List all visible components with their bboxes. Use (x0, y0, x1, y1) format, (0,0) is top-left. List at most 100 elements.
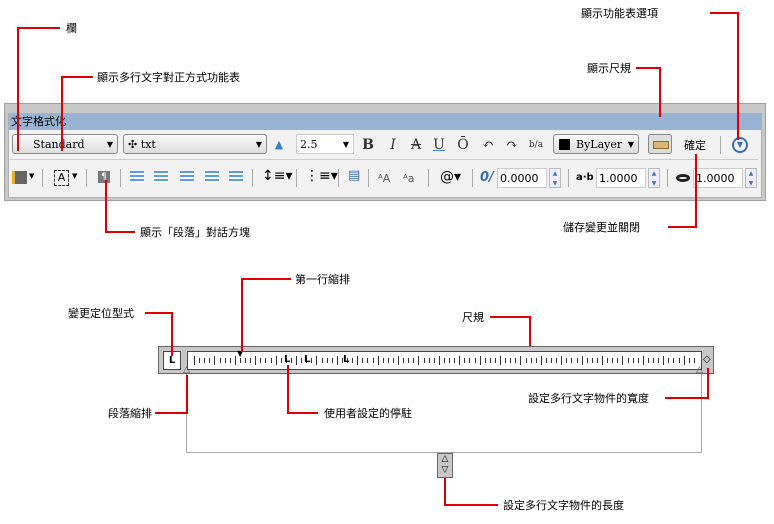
ruler-scale[interactable] (187, 351, 702, 370)
ruler-tick (474, 358, 476, 363)
italic-button[interactable]: I (390, 137, 396, 153)
callout-tab-type: 變更定位型式 (68, 307, 134, 320)
ruler-tick (576, 358, 578, 363)
annotative-icon[interactable]: ▲ (274, 138, 284, 151)
ruler-tick (530, 358, 532, 363)
ruler-tick (566, 358, 568, 363)
ruler-tick (658, 358, 660, 363)
ruler-tick (596, 358, 598, 363)
ruler-tick (591, 358, 593, 363)
ruler-tick (464, 358, 466, 363)
strikethrough-button[interactable]: A (410, 137, 422, 153)
stack-button[interactable]: b/a (528, 140, 544, 150)
paragraph-indent-marker[interactable]: △ (183, 365, 190, 375)
underline-button[interactable]: U (433, 137, 445, 153)
overline-button[interactable]: Ō (457, 137, 469, 153)
ruler-tick (423, 358, 425, 363)
numbering-button[interactable]: ⋮≡▾ (305, 168, 338, 184)
ruler-tick (510, 358, 512, 363)
lowercase-button[interactable]: ᴬa (403, 172, 415, 185)
callout-options: 顯示功能表選項 (581, 7, 658, 20)
ruler-tick (653, 358, 654, 363)
ruler-tick (296, 356, 297, 365)
ruler-tick (331, 358, 333, 363)
ruler-tick (260, 358, 262, 363)
width-handle[interactable]: ◇ (703, 354, 711, 365)
style-select[interactable]: Standard▼ (12, 134, 118, 154)
callout-first-indent: 第一行縮排 (295, 273, 350, 286)
ruler-tick (382, 358, 384, 363)
insert-field-button[interactable]: ▤ (348, 168, 361, 183)
ruler-tick (505, 358, 507, 363)
tracking-input[interactable]: 1.0000 (596, 168, 646, 188)
ruler-tick (637, 358, 639, 363)
user-tab-stop[interactable]: L (304, 354, 311, 365)
ruler-tick (372, 358, 374, 363)
ruler-tick (545, 358, 547, 363)
ruler-tick (520, 356, 522, 365)
ruler-tick (265, 358, 267, 363)
tab-type-button[interactable]: L (163, 351, 181, 370)
ruler-tick (617, 358, 619, 363)
ruler-toggle-button[interactable] (648, 134, 672, 154)
redo-button[interactable]: ↷ (506, 137, 518, 153)
ruler-tick (500, 356, 501, 365)
user-tab-stop[interactable]: L (284, 354, 291, 365)
oblique-spinner[interactable]: ▲▼ (549, 168, 561, 188)
align-right-button[interactable] (180, 171, 194, 183)
align-left-button[interactable] (130, 171, 144, 183)
ok-button[interactable]: 確定 (684, 139, 706, 152)
ruler-tick (642, 356, 644, 365)
align-center-button[interactable] (154, 171, 168, 183)
text-height-select[interactable]: 2.5▼ (296, 134, 354, 154)
color-swatch (559, 139, 570, 150)
paragraph-button[interactable]: ¶ (98, 171, 110, 183)
ruler-tick (403, 358, 405, 363)
ruler-tick (398, 356, 399, 365)
ruler-tick (316, 356, 318, 365)
options-menu-button[interactable]: ▼ (732, 137, 748, 153)
callout-show-ruler: 顯示尺規 (587, 62, 631, 75)
bold-button[interactable]: B (362, 137, 374, 153)
ruler-tick (336, 356, 338, 365)
ruler-tick (683, 356, 685, 365)
ruler-tick (673, 358, 675, 363)
undo-button[interactable]: ↶ (482, 137, 494, 153)
ruler-tick (484, 358, 486, 363)
ruler-tick (607, 358, 609, 363)
right-indent-marker[interactable]: △ (696, 365, 703, 375)
oblique-angle-input[interactable]: 0.0000 (497, 168, 547, 188)
ruler-tick (199, 358, 201, 363)
width-factor-spinner[interactable]: ▲▼ (745, 168, 757, 188)
color-select[interactable]: ByLayer▼ (553, 134, 639, 154)
tracking-spinner[interactable]: ▲▼ (648, 168, 660, 188)
ruler-tick (515, 358, 517, 363)
font-select[interactable]: ✣ txt▼ (123, 134, 267, 154)
ruler-tick (418, 356, 420, 365)
chevron-down-icon: ▼ (106, 140, 113, 149)
ruler-tick (392, 358, 394, 363)
width-factor-input[interactable]: 1.0000 (693, 168, 743, 188)
ruler-tick (581, 356, 583, 365)
columns-button[interactable] (12, 171, 27, 184)
ruler-tick (326, 358, 328, 363)
justify-button[interactable] (205, 171, 219, 183)
ruler-tick (678, 358, 680, 363)
height-handle[interactable]: △▽ (437, 453, 453, 478)
ruler-tick (525, 358, 527, 363)
ruler-tick (571, 358, 573, 363)
line-spacing-button[interactable]: ↕≡▾ (262, 168, 293, 184)
ruler-tick (586, 358, 588, 363)
mtext-editor-area[interactable] (186, 374, 702, 453)
callout-ruler: 尺規 (462, 311, 484, 324)
symbol-button[interactable]: @▾ (440, 169, 462, 185)
distribute-button[interactable] (229, 171, 243, 183)
uppercase-button[interactable]: ᴬA (378, 172, 391, 185)
justification-button[interactable]: A (54, 170, 69, 186)
ruler-tick (311, 358, 313, 363)
ruler-tick (494, 358, 496, 363)
first-line-indent-marker[interactable]: ▼ (237, 349, 244, 358)
ruler-tick (602, 356, 603, 365)
font-icon: ✣ (128, 138, 141, 151)
user-tab-stop[interactable]: L (343, 354, 350, 365)
